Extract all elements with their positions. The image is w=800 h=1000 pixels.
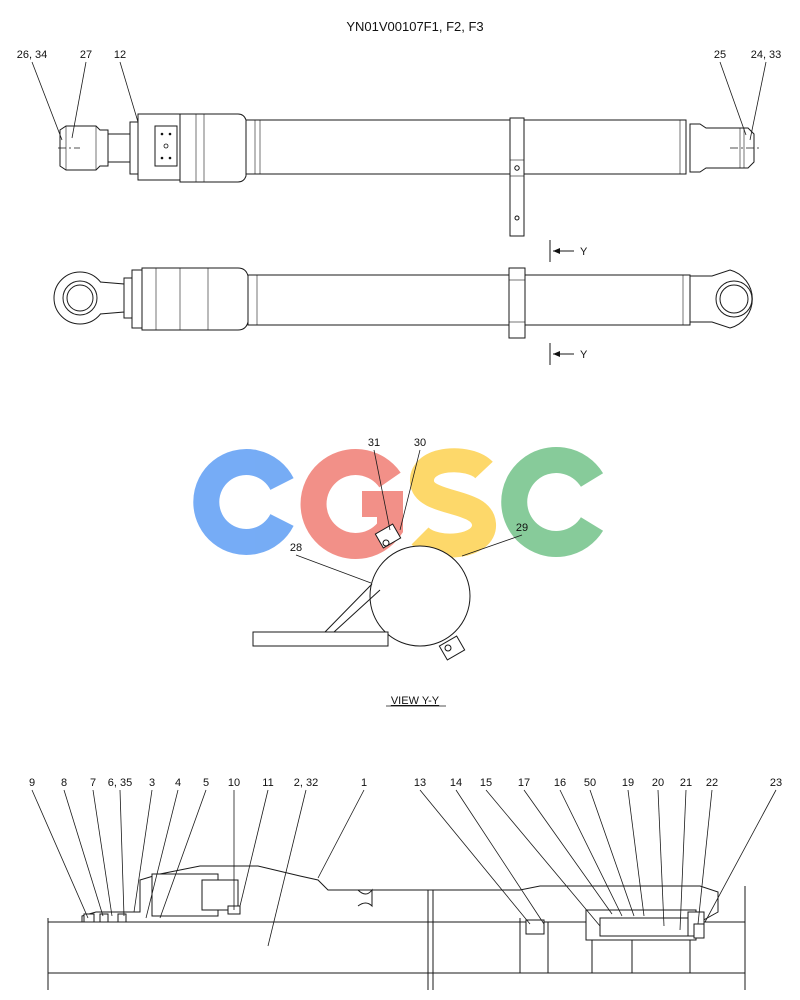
callout-number: 11 bbox=[262, 777, 273, 789]
callout-leader bbox=[119, 789, 125, 917]
callout-number: 15 bbox=[480, 777, 492, 789]
view-arrow-upper: Y bbox=[549, 240, 588, 262]
callout-leader bbox=[719, 61, 747, 136]
callout-leader bbox=[657, 789, 665, 927]
drawing-title: YN01V00107F1, F2, F3 bbox=[346, 19, 483, 34]
callout-number: 24, 33 bbox=[751, 49, 782, 61]
callout-leader bbox=[697, 789, 713, 925]
callout-number: 2, 32 bbox=[294, 777, 318, 789]
callout-leader bbox=[373, 449, 391, 531]
callout-number: 5 bbox=[203, 777, 209, 789]
view-arrow-letter: Y bbox=[580, 246, 588, 258]
callout-leader bbox=[63, 789, 104, 917]
callout-number: 6, 35 bbox=[108, 777, 132, 789]
callout-number: 21 bbox=[680, 777, 692, 789]
callout-number: 30 bbox=[414, 437, 426, 449]
callout-number: 1 bbox=[361, 777, 367, 789]
view-arrow-letter: Y bbox=[580, 349, 588, 361]
callout-leader bbox=[31, 61, 63, 141]
view-y-y-label: VIEW Y-Y bbox=[391, 695, 440, 707]
callout-leader bbox=[749, 61, 767, 141]
callout-number: 3 bbox=[149, 777, 155, 789]
callout-number: 16 bbox=[554, 777, 566, 789]
callout-leader bbox=[455, 789, 545, 925]
callout-number: 50 bbox=[584, 777, 596, 789]
callout-leader bbox=[399, 449, 421, 531]
callout-leader bbox=[133, 789, 153, 913]
callout-number: 17 bbox=[518, 777, 530, 789]
callout-number: 29 bbox=[516, 522, 528, 534]
callout-leader bbox=[589, 789, 635, 917]
callout-leader bbox=[317, 789, 365, 879]
callout-number: 10 bbox=[228, 777, 240, 789]
callout-leader bbox=[704, 789, 777, 923]
callout-number: 26, 34 bbox=[17, 49, 48, 61]
view-arrow-lower: Y bbox=[549, 343, 588, 365]
callout-leader bbox=[119, 61, 139, 123]
callout-leader bbox=[559, 789, 623, 917]
cgsc-watermark-logo bbox=[193, 447, 604, 559]
cylinder-top-view bbox=[58, 113, 760, 237]
callout-leader bbox=[485, 789, 601, 927]
callout-labels: 26, 34 27 12 25 24, 33 31 30 29 28 9 8 7 6, 35 3 4 5 10 1… bbox=[17, 49, 782, 947]
callout-leader bbox=[92, 789, 113, 917]
callout-leader bbox=[145, 789, 179, 919]
callout-number: 23 bbox=[770, 777, 782, 789]
callout-leader bbox=[523, 789, 613, 915]
callout-number: 25 bbox=[714, 49, 726, 61]
callout-leader bbox=[419, 789, 531, 925]
callout-number: 14 bbox=[450, 777, 462, 789]
callout-number: 27 bbox=[80, 49, 92, 61]
callout-leader bbox=[71, 61, 87, 139]
cylinder-cross-section bbox=[47, 865, 746, 990]
callout-number: 31 bbox=[368, 437, 380, 449]
callout-number: 12 bbox=[114, 49, 126, 61]
callout-leader bbox=[31, 789, 89, 919]
cylinder-plan-view bbox=[53, 267, 753, 339]
callout-leader bbox=[267, 789, 307, 947]
callout-number: 8 bbox=[61, 777, 67, 789]
callout-number: 19 bbox=[622, 777, 634, 789]
callout-number: 28 bbox=[290, 542, 302, 554]
callout-leader bbox=[461, 534, 523, 557]
callout-number: 13 bbox=[414, 777, 426, 789]
callout-leader bbox=[159, 789, 207, 919]
callout-leader bbox=[295, 554, 372, 584]
callout-number: 4 bbox=[175, 777, 181, 789]
view-y-y-section bbox=[252, 523, 471, 661]
callout-number: 22 bbox=[706, 777, 718, 789]
callout-leader bbox=[627, 789, 645, 917]
callout-number: 20 bbox=[652, 777, 664, 789]
callout-number: 9 bbox=[29, 777, 35, 789]
callout-number: 7 bbox=[90, 777, 96, 789]
callout-leader bbox=[239, 789, 269, 907]
callout-leader bbox=[679, 789, 687, 931]
